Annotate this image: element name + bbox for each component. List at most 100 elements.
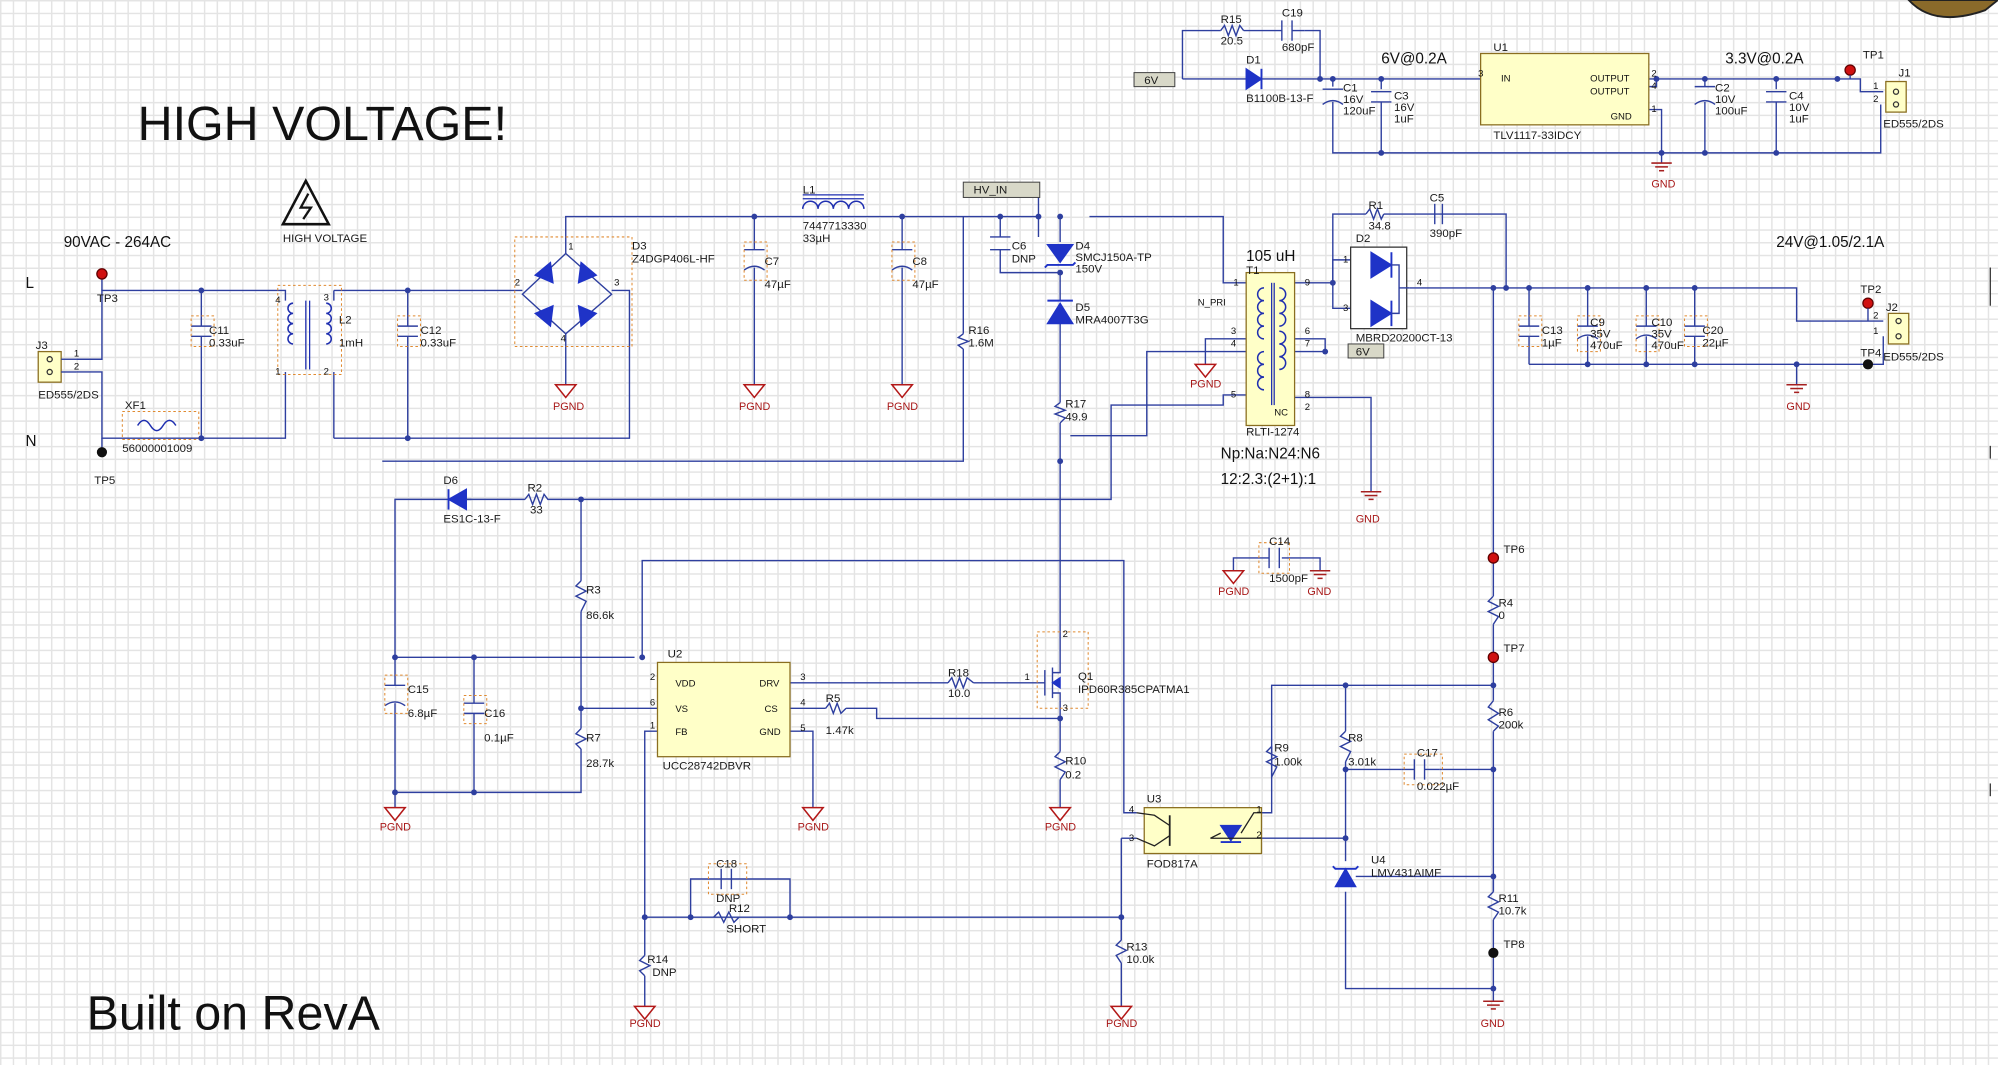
pgnd-label: PGND [1106, 1018, 1137, 1030]
svg-text:1: 1 [1024, 672, 1029, 683]
parts-xf1-val-label: 56000001009 [122, 443, 192, 455]
pgnd-symbol [1048, 806, 1072, 822]
parts-r18-val-label: 10.0 [948, 688, 970, 700]
parts-c6-val-label: DNP [1012, 253, 1037, 265]
parts-u2-cs-label: CS [765, 704, 778, 715]
parts-c7-val-label: 47µF [765, 279, 791, 291]
parts-d4-v2-label: 150V [1075, 264, 1102, 276]
parts-r11-ref-label: R11 [1498, 893, 1518, 905]
svg-text:2: 2 [1256, 830, 1261, 841]
six-v-net-text-secondary: 6V [1356, 346, 1370, 358]
tp2-test-point [1862, 297, 1874, 309]
gnd-symbol [1483, 1000, 1504, 1010]
parts-d2-val-label: MBRD20200CT-13 [1356, 332, 1453, 344]
out-3v3-note: 3.3V@0.2A [1725, 51, 1804, 68]
parts-r5-val-label: 1.47k [826, 725, 854, 737]
parts-c1-ref-label: C1 [1343, 83, 1358, 95]
gnd-symbol [1360, 490, 1382, 501]
pgnd-label: PGND [629, 1018, 660, 1030]
parts-d3-val-label: Z4DGP406L-HF [632, 253, 715, 265]
parts-u2-drv-label: DRV [759, 679, 780, 690]
svg-text:4: 4 [1651, 81, 1657, 92]
parts-c3-ref-label: C3 [1394, 90, 1409, 102]
parts-u1-ref-label: U1 [1493, 42, 1508, 54]
parts-c14-val-label: 1500pF [1269, 573, 1308, 585]
gnd-symbol [1309, 569, 1331, 580]
parts-r14-val-label: DNP [652, 967, 677, 979]
test-points [96, 64, 1874, 958]
parts-r12-ref-label: R12 [729, 903, 750, 915]
hv-in-net-text: HV_IN [973, 185, 1007, 197]
svg-text:4: 4 [275, 295, 281, 306]
gnd-label: GND [1356, 513, 1380, 525]
corner-logo-fragment [1907, 0, 1998, 797]
pgnd-label: PGND [798, 822, 829, 834]
r16-resistor [956, 333, 971, 350]
c13-capacitor [1518, 325, 1540, 338]
parts-c15-ref-label: C15 [408, 684, 429, 696]
tp7-test-point [1487, 651, 1500, 664]
c8-capacitor [891, 248, 913, 271]
six-v-net-label-input [1133, 72, 1176, 88]
parts-j2-ref-label: J2 [1886, 302, 1898, 314]
parts-c12-ref-label: C12 [420, 325, 441, 337]
parts-r7-ref-label: R7 [586, 732, 601, 744]
parts-d4-v1-label: SMCJ150A-TP [1075, 252, 1152, 264]
svg-text:3: 3 [324, 293, 329, 304]
parts-tp5-ref-label: TP5 [94, 475, 115, 487]
parts-l1-v2-label: 33µH [803, 233, 831, 245]
c7-capacitor [743, 248, 765, 271]
u2-controller-body [656, 661, 791, 758]
built-on-note: Built on RevA [87, 986, 381, 1040]
r6-resistor [1486, 700, 1500, 732]
gnd-label: GND [1481, 1018, 1505, 1030]
svg-text:6: 6 [650, 698, 655, 709]
pgnd-label: PGND [553, 401, 584, 413]
c2-capacitor [1694, 85, 1716, 106]
parts-c16-ref-label: C16 [484, 708, 505, 720]
svg-text:2: 2 [74, 361, 79, 372]
parts-r13-val-label: 10.0k [1126, 954, 1154, 966]
parts-c1-v2-label: 120uF [1343, 106, 1375, 118]
parts-q1-ref-label: Q1 [1078, 671, 1093, 683]
parts-tp8-ref-label: TP8 [1504, 939, 1525, 951]
parts-u2-vdd-label: VDD [675, 679, 695, 690]
c18-capacitor [720, 868, 733, 890]
parts-c7-ref-label: C7 [765, 256, 780, 268]
d4-tvs-diode [1044, 243, 1077, 269]
parts-j1-val-label: ED555/2DS [1883, 118, 1944, 130]
parts-u2-val-label: UCC28742DBVR [663, 760, 751, 772]
c16-capacitor [463, 702, 485, 715]
r13-resistor [1115, 939, 1128, 964]
parts-j3-val-label: ED555/2DS [38, 390, 99, 402]
svg-text:3: 3 [1343, 303, 1348, 314]
parts-r8-ref-label: R8 [1348, 732, 1363, 744]
parts-r17-ref-label: R17 [1065, 399, 1086, 411]
parts-r16-val-label: 1.6M [968, 338, 993, 350]
u3-optocoupler [1136, 807, 1263, 855]
parts-c10-v2-label: 470uF [1651, 340, 1683, 352]
parts-u2-gnd-label: GND [759, 727, 780, 738]
parts-c10-v1-label: 35V [1651, 329, 1672, 341]
parts-c4-v1-label: 10V [1789, 102, 1810, 114]
svg-text:1: 1 [1873, 326, 1878, 337]
c19-capacitor [1281, 20, 1305, 41]
parts-u1-in-label: IN [1501, 74, 1511, 85]
gnd-label: GND [1307, 586, 1331, 598]
j2-connector [1887, 312, 1910, 345]
parts-c2-ref-label: C2 [1715, 83, 1730, 95]
parts-c2-v2-label: 100uF [1715, 106, 1747, 118]
svg-text:3: 3 [1063, 703, 1068, 714]
r7-resistor [574, 728, 588, 750]
c17-capacitor [1401, 759, 1440, 780]
c6-capacitor [990, 236, 1011, 251]
parts-d1-ref-label: D1 [1246, 55, 1261, 67]
high-voltage-note: HIGH VOLTAGE! [138, 97, 507, 151]
parts-tp6-ref-label: TP6 [1504, 544, 1525, 556]
c9-capacitor [1577, 325, 1599, 340]
pgnd-label: PGND [887, 401, 918, 413]
svg-text:4: 4 [800, 698, 806, 709]
parts-t1-val-label: RLTI-1274 [1246, 427, 1300, 439]
